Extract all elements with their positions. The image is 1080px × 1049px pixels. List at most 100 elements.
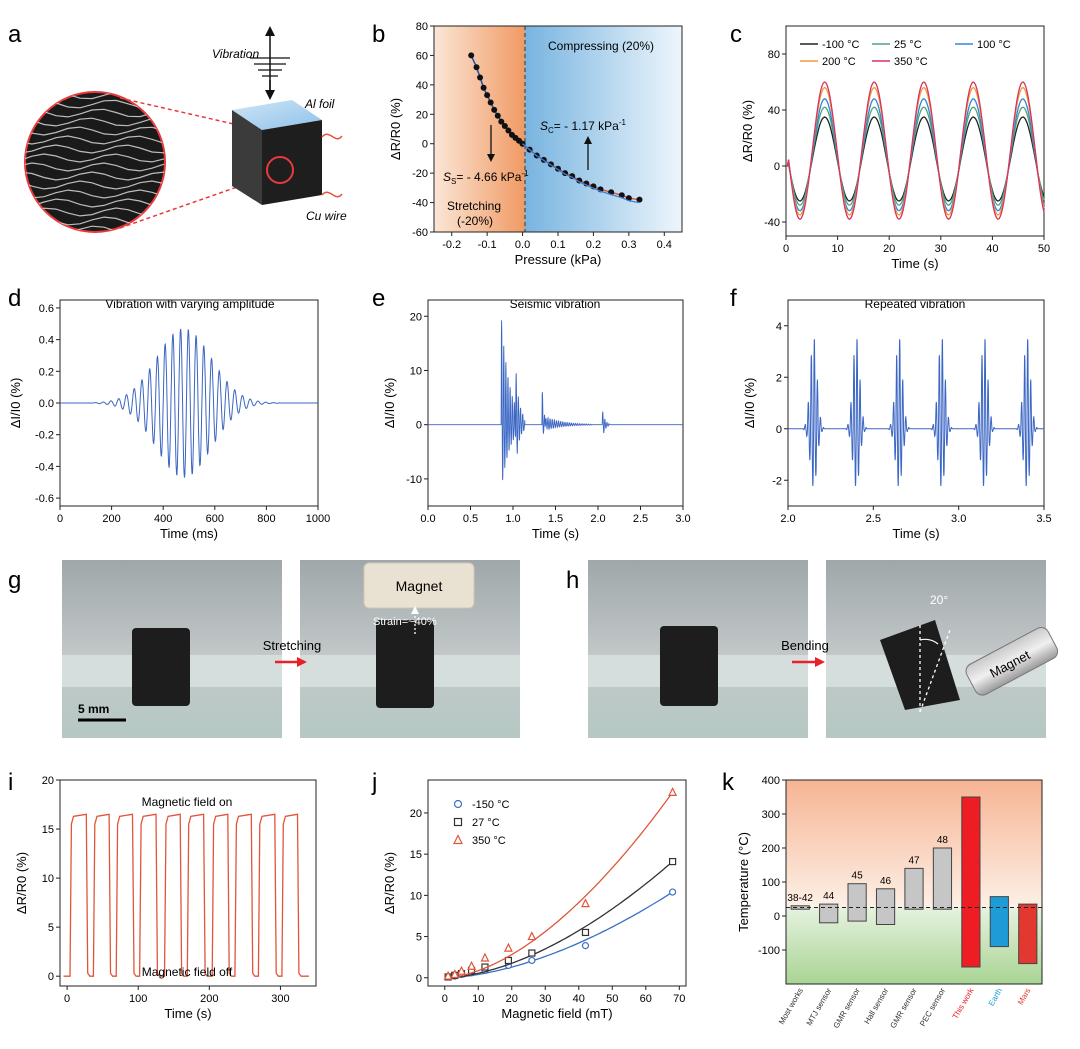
bar-label: 45 bbox=[852, 871, 864, 882]
y-tick-label: 0.0 bbox=[39, 398, 54, 410]
data-point bbox=[473, 64, 480, 71]
y-axis-label: ΔR/R0 (%) bbox=[388, 98, 403, 160]
legend-label: -100 °C bbox=[822, 39, 859, 51]
data-point bbox=[480, 84, 487, 91]
x-tick-label: 0.1 bbox=[550, 239, 565, 251]
strain-label: Strain=~40% bbox=[373, 616, 437, 628]
data-point bbox=[477, 74, 484, 81]
data-point bbox=[528, 956, 536, 965]
bar bbox=[1018, 903, 1038, 965]
legend-marker bbox=[453, 817, 463, 827]
panel-label-k: k bbox=[722, 769, 735, 796]
y-tick-label: 40 bbox=[768, 105, 780, 117]
y-tick-label: 0.6 bbox=[39, 303, 54, 315]
y-tick-label: 0 bbox=[48, 971, 54, 983]
x-axis-label: Pressure (kPa) bbox=[515, 252, 602, 267]
y-tick-label: 0 bbox=[774, 161, 780, 173]
x-tick-label: 3.0 bbox=[951, 513, 966, 525]
panel-g: g 5 mm Magnet Strain=~40% Stretching bbox=[8, 560, 520, 738]
magnet-block bbox=[363, 562, 475, 609]
y-tick-label: -0.6 bbox=[35, 493, 54, 505]
x-tick-label: 0 bbox=[57, 513, 63, 525]
y-axis-label: ΔI/I0 (%) bbox=[8, 378, 23, 429]
x-tick-label: 0 bbox=[442, 993, 448, 1005]
bar-label: 46 bbox=[880, 876, 892, 887]
data-point bbox=[504, 956, 513, 965]
data-point bbox=[528, 949, 536, 957]
fiber-strand bbox=[25, 144, 165, 154]
legend-marker bbox=[453, 834, 463, 845]
panel-label-i: i bbox=[8, 769, 13, 796]
chart-d-title: Vibration with varying amplitude bbox=[105, 297, 275, 311]
y-axis-label: ΔI/I0 (%) bbox=[742, 378, 757, 429]
x-tick-label: 1.0 bbox=[505, 513, 520, 525]
fiber-strand bbox=[25, 180, 165, 190]
bar bbox=[904, 867, 924, 910]
x-tick-label: -0.1 bbox=[478, 239, 497, 251]
y-tick-label: 10 bbox=[42, 873, 54, 885]
magnet-bar bbox=[965, 627, 1059, 696]
scale-bar-label: 5 mm bbox=[78, 702, 109, 716]
legend-label: 100 °C bbox=[977, 39, 1011, 51]
bar bbox=[847, 883, 867, 922]
x-axis-label: Time (s) bbox=[532, 526, 579, 541]
x-tick-label: 50 bbox=[1038, 243, 1050, 255]
legend-label: 350 °C bbox=[472, 835, 506, 847]
plot-frame bbox=[59, 779, 317, 987]
cube-highlight-circle bbox=[266, 156, 294, 184]
y-tick-label: 15 bbox=[42, 824, 54, 836]
y-tick-label: 20 bbox=[416, 109, 428, 121]
vibration-wave-icon bbox=[250, 57, 290, 77]
x-tick-label: 2.0 bbox=[780, 513, 795, 525]
y-tick-label: 0 bbox=[776, 424, 782, 436]
x-tick-label: 3.5 bbox=[1036, 513, 1051, 525]
x-tick-label: 200 bbox=[200, 993, 218, 1005]
category-label: Earth bbox=[987, 987, 1004, 1008]
data-point bbox=[668, 787, 678, 796]
x-tick-label: 0 bbox=[783, 243, 789, 255]
data-point bbox=[527, 931, 537, 941]
x-axis-label: Time (s) bbox=[891, 256, 938, 271]
chart-e-title: Seismic vibration bbox=[510, 297, 601, 311]
y-tick-label: 10 bbox=[410, 890, 422, 902]
x-tick-label: 0 bbox=[64, 993, 70, 1005]
y-tick-label: 80 bbox=[768, 49, 780, 61]
region-stretching-label: Stretching bbox=[447, 199, 501, 213]
fiber-strand bbox=[25, 171, 165, 181]
x-tick-label: 2.0 bbox=[590, 513, 605, 525]
x-tick-label: 40 bbox=[573, 993, 585, 1005]
panel-label-d: d bbox=[8, 285, 21, 312]
wire-bottom-icon bbox=[321, 191, 343, 198]
series-line bbox=[786, 116, 1045, 202]
data-point bbox=[468, 52, 475, 59]
y-tick-label: 0 bbox=[416, 420, 422, 432]
y-tick-label: -2 bbox=[772, 475, 782, 487]
x-tick-label: 10 bbox=[831, 243, 843, 255]
data-point bbox=[581, 928, 590, 937]
data-point bbox=[450, 969, 460, 979]
signal-line bbox=[63, 813, 309, 977]
wire-top-icon bbox=[321, 133, 343, 140]
y-tick-label: -0.4 bbox=[35, 461, 54, 473]
sensitivity-c: SC= - 1.17 kPa-1 bbox=[540, 118, 627, 135]
x-tick-label: 0.4 bbox=[657, 239, 672, 251]
panel-a: a Vibration Al foil Cu wire bbox=[8, 21, 347, 233]
x-tick-label: 40 bbox=[986, 243, 998, 255]
y-tick-label: 10 bbox=[410, 365, 422, 377]
fiber-strand bbox=[25, 153, 165, 163]
data-point bbox=[487, 99, 494, 106]
y-axis-label: Temperature (°C) bbox=[736, 832, 751, 932]
legend-label: -150 °C bbox=[472, 799, 509, 811]
y-tick-label: 200 bbox=[762, 843, 780, 855]
x-tick-label: -0.2 bbox=[442, 239, 461, 251]
panel-b: b Compressing (20%) Stretching (-20%) -0… bbox=[372, 21, 683, 267]
y-tick-label: -0.2 bbox=[35, 430, 54, 442]
legend-label: 27 °C bbox=[472, 817, 500, 829]
sensitivity-s: SS= - 4.66 kPa-1 bbox=[443, 169, 529, 186]
signal-line bbox=[60, 328, 318, 478]
y-axis-label: ΔI/I0 (%) bbox=[382, 378, 397, 429]
x-tick-label: 2.5 bbox=[633, 513, 648, 525]
series-line bbox=[786, 106, 1045, 206]
